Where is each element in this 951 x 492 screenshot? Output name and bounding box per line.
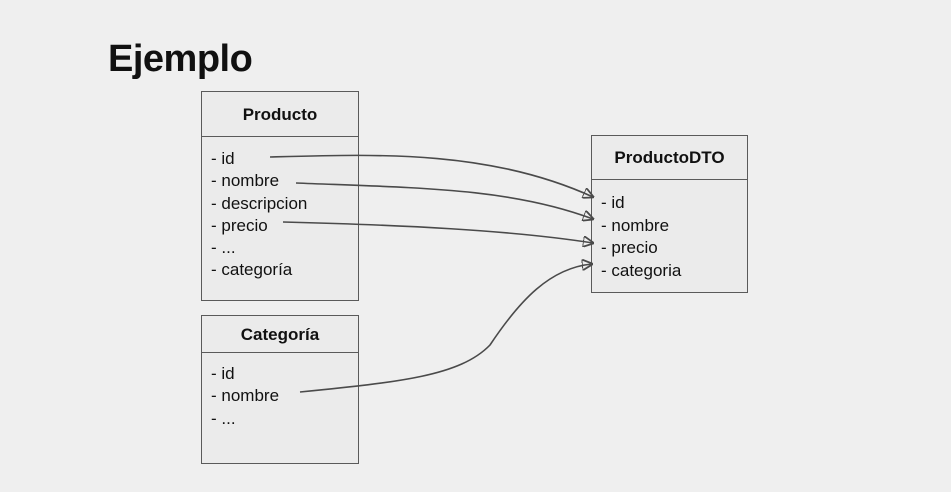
field-list-producto: - id - nombre - descripcion - precio - .… xyxy=(202,137,358,282)
field-producto-precio: - precio xyxy=(211,215,268,235)
field-producto-categoria: - categoría xyxy=(211,260,293,280)
field-dto-precio: - precio xyxy=(601,238,658,257)
class-box-producto: Producto - id - nombre - descripcion - p… xyxy=(201,91,359,301)
field-categoria-nombre: - nombre xyxy=(211,386,280,406)
field-categoria-ellipsis: - ... xyxy=(211,408,236,428)
page-title: Ejemplo xyxy=(108,38,253,80)
field-list-categoria: - id - nombre - ... xyxy=(202,353,358,430)
class-box-producto-dto: ProductoDTO - id - nombre - precio - cat… xyxy=(591,135,748,293)
field-producto-nombre: - nombre xyxy=(211,171,280,191)
field-categoria-id: - id xyxy=(211,364,235,383)
class-name-producto: Producto xyxy=(202,92,358,137)
class-name-categoria: Categoría xyxy=(202,316,358,353)
class-name-producto-dto: ProductoDTO xyxy=(592,136,747,180)
field-producto-ellipsis: - ... xyxy=(211,238,236,258)
field-producto-id: - id xyxy=(211,149,235,168)
class-box-categoria: Categoría - id - nombre - ... xyxy=(201,315,359,464)
field-dto-id: - id xyxy=(601,193,625,212)
field-list-producto-dto: - id - nombre - precio - categoria xyxy=(592,180,747,282)
field-dto-categoria: - categoria xyxy=(601,260,682,280)
field-dto-nombre: - nombre xyxy=(601,215,670,235)
field-producto-descripcion: - descripcion xyxy=(211,193,308,213)
